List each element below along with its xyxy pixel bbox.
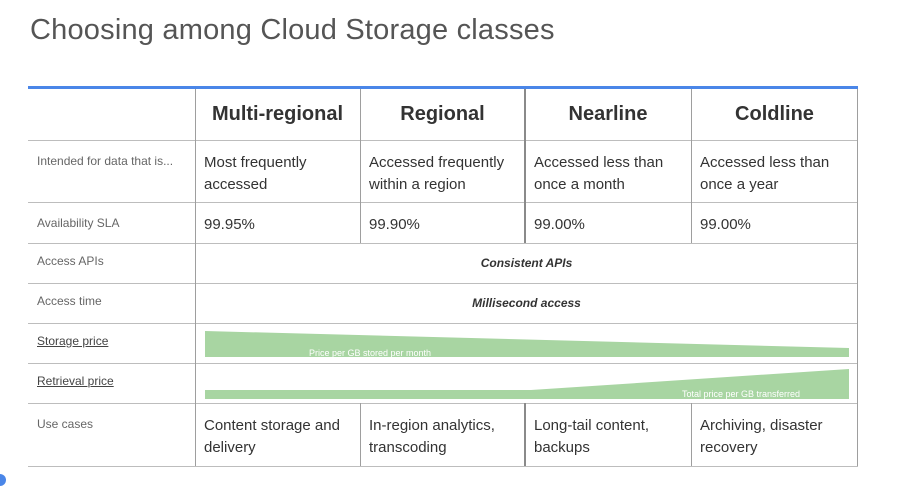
row-label-access-time: Access time (37, 294, 102, 308)
use-cases-nearline: Long-tail content, backups (534, 417, 650, 456)
retrieval-price-bar (205, 369, 849, 399)
grid-line (28, 403, 858, 404)
retrieval-price-wedge (205, 369, 849, 399)
access-time-value: Millisecond access (472, 296, 581, 310)
row-label-sla: Availability SLA (37, 216, 120, 230)
table-top-rule (28, 86, 858, 89)
column-header-coldline: Coldline (735, 103, 814, 125)
grid-line (195, 89, 196, 466)
row-label-retrieval-price[interactable]: Retrieval price (28, 363, 195, 403)
storage-price-link[interactable]: Storage price (37, 334, 109, 348)
row-label-use-cases: Use cases (37, 417, 94, 431)
grid-line (524, 403, 526, 466)
storage-price-caption: Price per GB stored per month (309, 348, 432, 358)
grid-line (28, 466, 858, 467)
corner-indicator (0, 474, 6, 486)
grid-line (28, 140, 858, 141)
grid-line (28, 323, 858, 324)
sla-multi-regional: 99.95% (204, 216, 255, 233)
sla-nearline: 99.00% (534, 216, 585, 233)
storage-class-table: Multi-regional Regional Nearline Coldlin… (28, 86, 858, 468)
storage-price-bar (205, 331, 849, 357)
apis-value: Consistent APIs (480, 256, 573, 270)
grid-line (28, 243, 858, 244)
intended-nearline: Accessed less than once a month (534, 154, 664, 193)
page-title: Choosing among Cloud Storage classes (30, 14, 555, 46)
row-label-apis: Access APIs (37, 254, 104, 268)
grid-line (691, 403, 692, 466)
intended-multi-regional: Most frequently accessed (204, 154, 307, 193)
use-cases-coldline: Archiving, disaster recovery (700, 417, 823, 456)
grid-line (28, 202, 858, 203)
use-cases-multi-regional: Content storage and delivery (204, 417, 340, 456)
grid-line (857, 89, 858, 466)
sla-regional: 99.90% (369, 216, 420, 233)
intended-coldline: Accessed less than once a year (700, 154, 830, 193)
column-header-nearline: Nearline (568, 103, 648, 125)
grid-line (360, 89, 361, 243)
use-cases-regional: In-region analytics, transcoding (369, 417, 495, 456)
retrieval-price-caption: Total price per GB transferred (682, 389, 801, 399)
column-header-regional: Regional (400, 103, 485, 125)
sla-coldline: 99.00% (700, 216, 751, 233)
retrieval-price-link[interactable]: Retrieval price (37, 374, 114, 388)
grid-line (360, 403, 361, 466)
row-label-storage-price[interactable]: Storage price (28, 323, 195, 363)
intended-regional: Accessed frequently within a region (369, 154, 505, 193)
grid-line (28, 283, 858, 284)
grid-line (28, 363, 858, 364)
grid-line (691, 89, 692, 243)
grid-line (524, 89, 526, 243)
column-header-multi-regional: Multi-regional (211, 103, 344, 125)
row-label-intended: Intended for data that is... (37, 154, 174, 168)
storage-price-wedge (205, 331, 849, 357)
